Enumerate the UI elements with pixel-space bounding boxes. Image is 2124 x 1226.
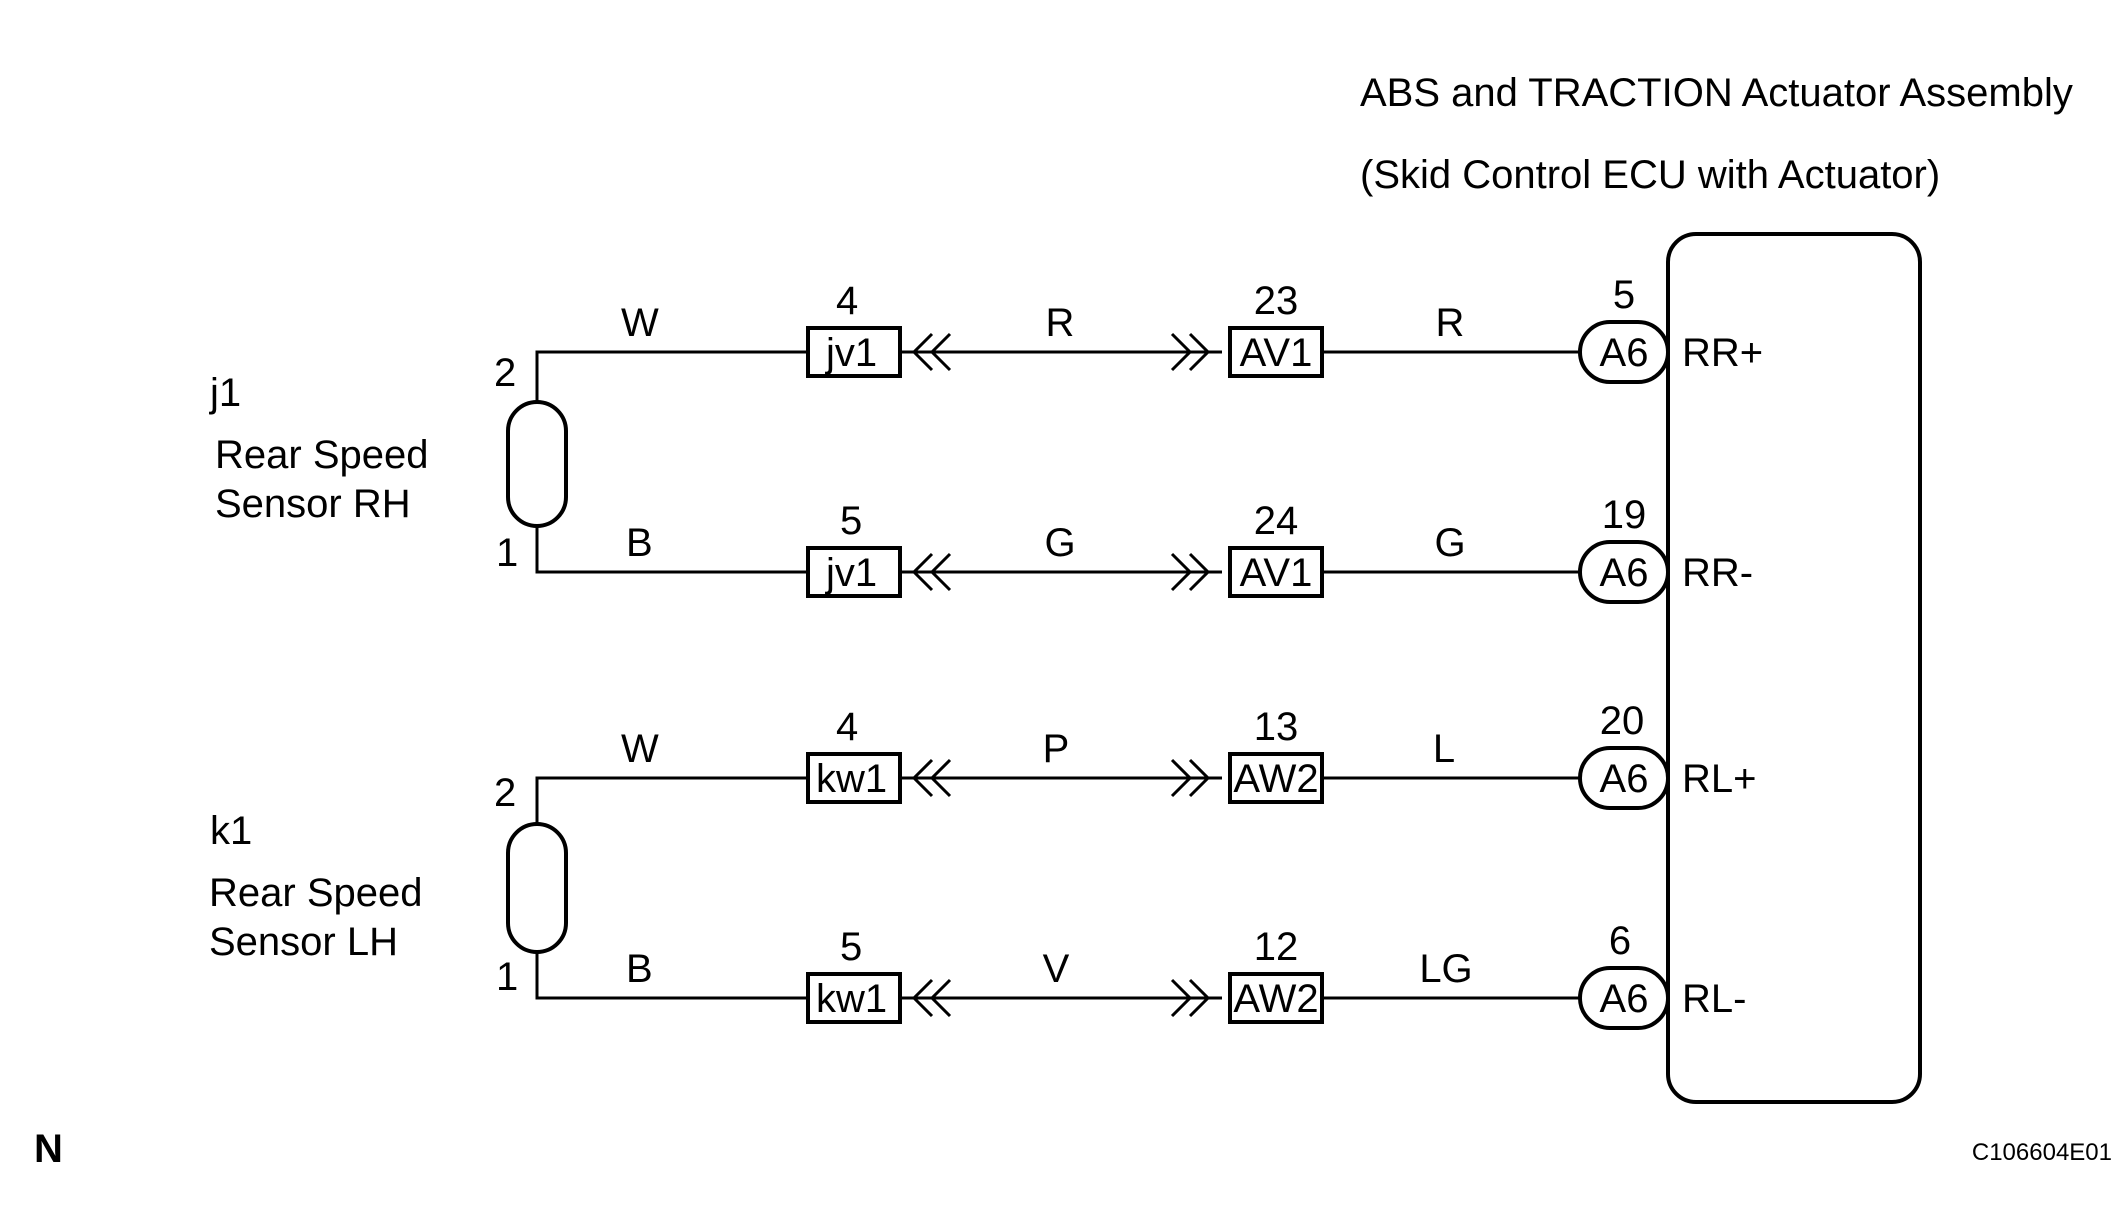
- connector1-pin: 5: [840, 925, 862, 969]
- connector2-pin: 23: [1254, 279, 1299, 323]
- sensor-lh-pin-top: 2: [494, 771, 516, 815]
- connector2-label: AV1: [1240, 551, 1313, 595]
- connector2-pin: 12: [1254, 925, 1299, 969]
- sensor-wire-color: B: [626, 947, 653, 991]
- circuit-row: W 4 jv1 R 23 AV1 R 5 A6 RR+: [621, 273, 1763, 384]
- sensor-wire-color: B: [626, 521, 653, 565]
- ecu-connector-label: A6: [1600, 551, 1649, 595]
- connector2-label: AW2: [1233, 757, 1318, 801]
- ecu-pin: 5: [1613, 273, 1635, 317]
- sensor-lh-symbol: [506, 822, 568, 954]
- connector1-pin: 4: [836, 705, 858, 749]
- connector2-pin: 13: [1254, 705, 1299, 749]
- plug-chevron-right: [1170, 978, 1211, 1018]
- connector2-pin: 24: [1254, 499, 1299, 543]
- sensor-rh-pin-bottom: 1: [496, 531, 518, 575]
- mid-wire-color: V: [1043, 947, 1070, 991]
- plug-chevron-right: [1170, 552, 1211, 592]
- mid-wire-color: P: [1043, 727, 1070, 771]
- sensor-lh-lead-bottom: [535, 952, 808, 1000]
- connector1-label: kw1: [816, 977, 887, 1021]
- ecu-wire-color: R: [1436, 301, 1465, 345]
- sensor-lh-pin-bottom: 1: [496, 955, 518, 999]
- ecu-connector-label: A6: [1600, 757, 1649, 801]
- connector1-pin: 5: [840, 499, 862, 543]
- sensor-lh-name-line1: Rear Speed: [209, 871, 422, 915]
- sensor-rh-name-line1: Rear Speed: [215, 433, 428, 477]
- sensor-rh-code: j1: [209, 371, 241, 415]
- mid-wire-color: R: [1046, 301, 1075, 345]
- sensor-rh-lead-bottom: [535, 526, 808, 574]
- ecu-box: [1666, 232, 1922, 1104]
- figure-code: C106604E01: [1972, 1139, 2112, 1166]
- sensor-lh-name-line2: Sensor LH: [209, 920, 398, 964]
- footer-left-mark: N: [34, 1127, 63, 1171]
- circuit-row: B 5 jv1 G 24 AV1 G 19 A6 RR-: [626, 493, 1753, 604]
- connector1-box: [806, 752, 902, 804]
- sensor-wire-color: W: [621, 301, 659, 345]
- plug-chevron-left: [911, 332, 952, 372]
- plug-chevron-right: [1170, 758, 1211, 798]
- ecu-pin: 6: [1609, 919, 1631, 963]
- ecu-pin: 20: [1600, 699, 1645, 743]
- ecu-subtitle: (Skid Control ECU with Actuator): [1360, 153, 1940, 197]
- connector1-box: [806, 972, 902, 1024]
- ecu-terminal: RL-: [1682, 977, 1746, 1021]
- ecu-terminal: RL+: [1682, 757, 1757, 801]
- plug-chevron-left: [911, 758, 952, 798]
- ecu-terminal: RR+: [1682, 331, 1763, 375]
- ecu-connector-label: A6: [1600, 331, 1649, 375]
- plug-chevron-left: [911, 978, 952, 1018]
- mid-wire-color: G: [1044, 521, 1075, 565]
- sensor-rh-pin-top: 2: [494, 351, 516, 395]
- ecu-terminal: RR-: [1682, 551, 1753, 595]
- connector1-label: kw1: [816, 757, 887, 801]
- ecu-connector: [1578, 746, 1670, 810]
- ecu-connector: [1578, 540, 1670, 604]
- ecu-connector-label: A6: [1600, 977, 1649, 1021]
- sensor-lh-lead-top: [535, 776, 808, 824]
- connector2-box: [1228, 546, 1324, 598]
- circuit-row: B 5 kw1 V 12 AW2 LG 6 A6 RL-: [626, 919, 1746, 1030]
- ecu-pin: 19: [1602, 493, 1647, 537]
- connector1-box: [806, 546, 902, 598]
- ecu-wire-color: G: [1434, 521, 1465, 565]
- connector2-box: [1228, 972, 1324, 1024]
- connector2-box: [1228, 326, 1324, 378]
- plug-chevron-right: [1170, 332, 1211, 372]
- sensor-rh-symbol: [506, 400, 568, 528]
- circuit-row: W 4 kw1 P 13 AW2 L 20 A6 RL+: [621, 699, 1757, 810]
- connector1-box: [806, 326, 902, 378]
- connector1-pin: 4: [836, 279, 858, 323]
- plug-chevron-left: [911, 552, 952, 592]
- sensor-wire-color: W: [621, 727, 659, 771]
- ecu-title: ABS and TRACTION Actuator Assembly: [1360, 71, 2073, 115]
- connector2-label: AV1: [1240, 331, 1313, 375]
- ecu-wire-color: L: [1433, 727, 1455, 771]
- connector2-label: AW2: [1233, 977, 1318, 1021]
- sensor-lh-code: k1: [210, 809, 252, 853]
- ecu-wire-color: LG: [1419, 947, 1472, 991]
- sensor-rh-name-line2: Sensor RH: [215, 482, 411, 526]
- ecu-connector: [1578, 320, 1670, 384]
- connector1-label: jv1: [825, 551, 877, 595]
- ecu-connector: [1578, 966, 1670, 1030]
- connector1-label: jv1: [825, 331, 877, 375]
- sensor-rh-lead-top: [535, 350, 808, 402]
